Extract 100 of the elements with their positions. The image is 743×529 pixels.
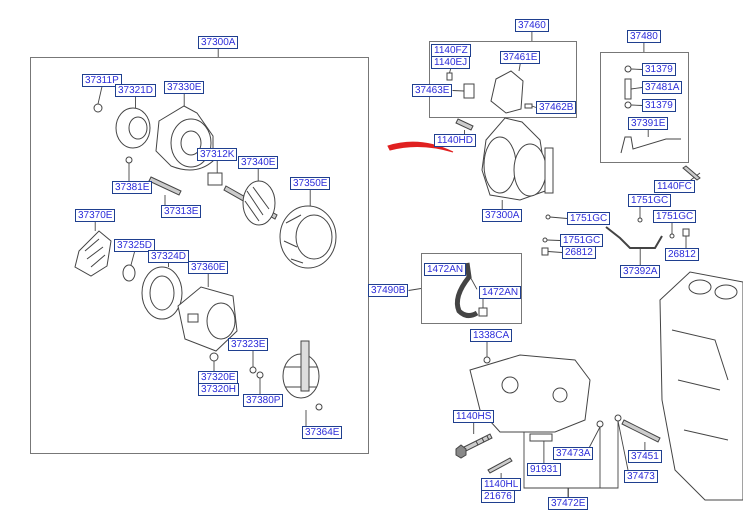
callout-number: 37323E: [228, 338, 268, 351]
leader-line: [644, 442, 646, 450]
bolt-drawing: [542, 248, 548, 256]
callout-number: 1140HD: [434, 134, 476, 147]
callout-number: 37320E: [198, 371, 238, 384]
leader-line: [630, 87, 642, 90]
callout-number: 37313E: [161, 205, 202, 218]
leader-line: [464, 130, 465, 134]
callout-number: 37311P: [82, 74, 122, 87]
callout-number: 37350E: [290, 177, 330, 190]
callout-number: 37473A: [553, 447, 594, 460]
callout-number: 37463E: [412, 84, 452, 97]
callout-number: 37460: [515, 19, 549, 32]
block-drawing: [464, 84, 474, 98]
pump-drawing: [282, 340, 322, 410]
callout-number: 37364E: [302, 426, 342, 439]
callout-number: 37380P: [243, 394, 284, 407]
leader-line: [543, 440, 544, 464]
alternator-drawing: [481, 117, 554, 201]
bolt-drawing: [682, 165, 701, 181]
bushing-drawing: [208, 172, 222, 186]
rod-drawing: [624, 78, 632, 100]
bolt-drawing: [682, 228, 690, 236]
callout-number: 26812: [665, 248, 699, 261]
callout-number: 37321D: [115, 84, 156, 97]
callout-number: 37462B: [536, 101, 576, 114]
group-frame: [30, 57, 369, 454]
callout-number: 37461E: [500, 51, 540, 64]
callout-number: 31379: [642, 63, 676, 76]
leader-line: [531, 32, 532, 42]
callout-number: 37391E: [628, 117, 668, 130]
nut-drawing: [484, 356, 490, 364]
callout-number: 37392A: [620, 265, 660, 278]
leader-line: [500, 472, 502, 478]
leader-line: [630, 104, 642, 106]
leader-line: [550, 216, 568, 219]
leader-line: [486, 342, 488, 358]
ring-drawing: [142, 266, 182, 320]
leader-line: [690, 172, 700, 180]
bolt-drawing: [455, 118, 474, 131]
group-frame: [421, 253, 522, 324]
leader-line: [184, 94, 185, 106]
pipe-drawing: [605, 226, 663, 249]
leader-line: [164, 194, 166, 206]
leader-line: [98, 86, 102, 104]
pulley-drawing: [116, 108, 150, 148]
leader-line: [630, 68, 642, 70]
callout-number: 1140FC: [654, 180, 695, 193]
callout-number: 31379: [642, 99, 676, 112]
bolt-drawing: [148, 176, 182, 196]
leader-line: [128, 162, 130, 182]
leader-line: [589, 426, 600, 448]
nut-drawing: [624, 66, 632, 72]
callout-number: 37480: [627, 30, 661, 43]
bolt-drawing: [210, 352, 218, 362]
leader-line: [518, 64, 521, 72]
callout-number: 1140EJ: [431, 56, 470, 69]
callout-number: 37325D: [114, 239, 156, 252]
leader-line: [568, 420, 618, 498]
leader-line: [473, 422, 474, 434]
callout-number: 26812: [562, 246, 596, 259]
callout-number: 1751GC: [567, 212, 610, 225]
callout-number: 37490B: [368, 284, 408, 297]
leader-line: [168, 262, 169, 268]
callout-number: 1140FZ: [431, 44, 471, 57]
callout-number: 37381E: [112, 181, 152, 194]
leader-line: [452, 90, 464, 92]
rotor-drawing: [223, 180, 278, 226]
callout-number: 21676: [481, 490, 515, 503]
bolt-drawing: [456, 433, 493, 459]
leader-line: [532, 106, 536, 108]
leader-line: [258, 168, 259, 182]
callout-number: 37312K: [197, 148, 238, 161]
nut-drawing: [126, 156, 132, 164]
leader-line: [408, 288, 422, 291]
nut-drawing: [256, 372, 264, 378]
leader-line: [310, 190, 311, 206]
leader-line: [208, 274, 209, 288]
leader-line: [618, 420, 628, 470]
group-frame: [600, 52, 689, 163]
leader-line: [482, 298, 484, 308]
leader-line: [252, 350, 254, 368]
stator-drawing: [280, 206, 336, 268]
nut-drawing: [614, 414, 622, 422]
callout-number: 37370E: [75, 209, 116, 222]
leader-line: [640, 248, 641, 266]
callout-number: 37472E: [548, 497, 588, 510]
leader-line: [546, 240, 560, 241]
washer-drawing: [638, 218, 642, 222]
washer-drawing: [546, 214, 550, 220]
plate-drawing: [530, 434, 552, 442]
callout-number: 37324D: [148, 250, 190, 263]
leader-line: [548, 251, 562, 253]
nut-drawing: [250, 366, 256, 374]
callout-number: 37473: [624, 470, 658, 483]
callout-number: 37320H: [198, 383, 240, 396]
clamp-drawing: [478, 308, 488, 316]
callout-number: 1751GC: [560, 234, 604, 247]
washer-drawing: [670, 234, 674, 238]
bolt-drawing: [487, 457, 513, 474]
